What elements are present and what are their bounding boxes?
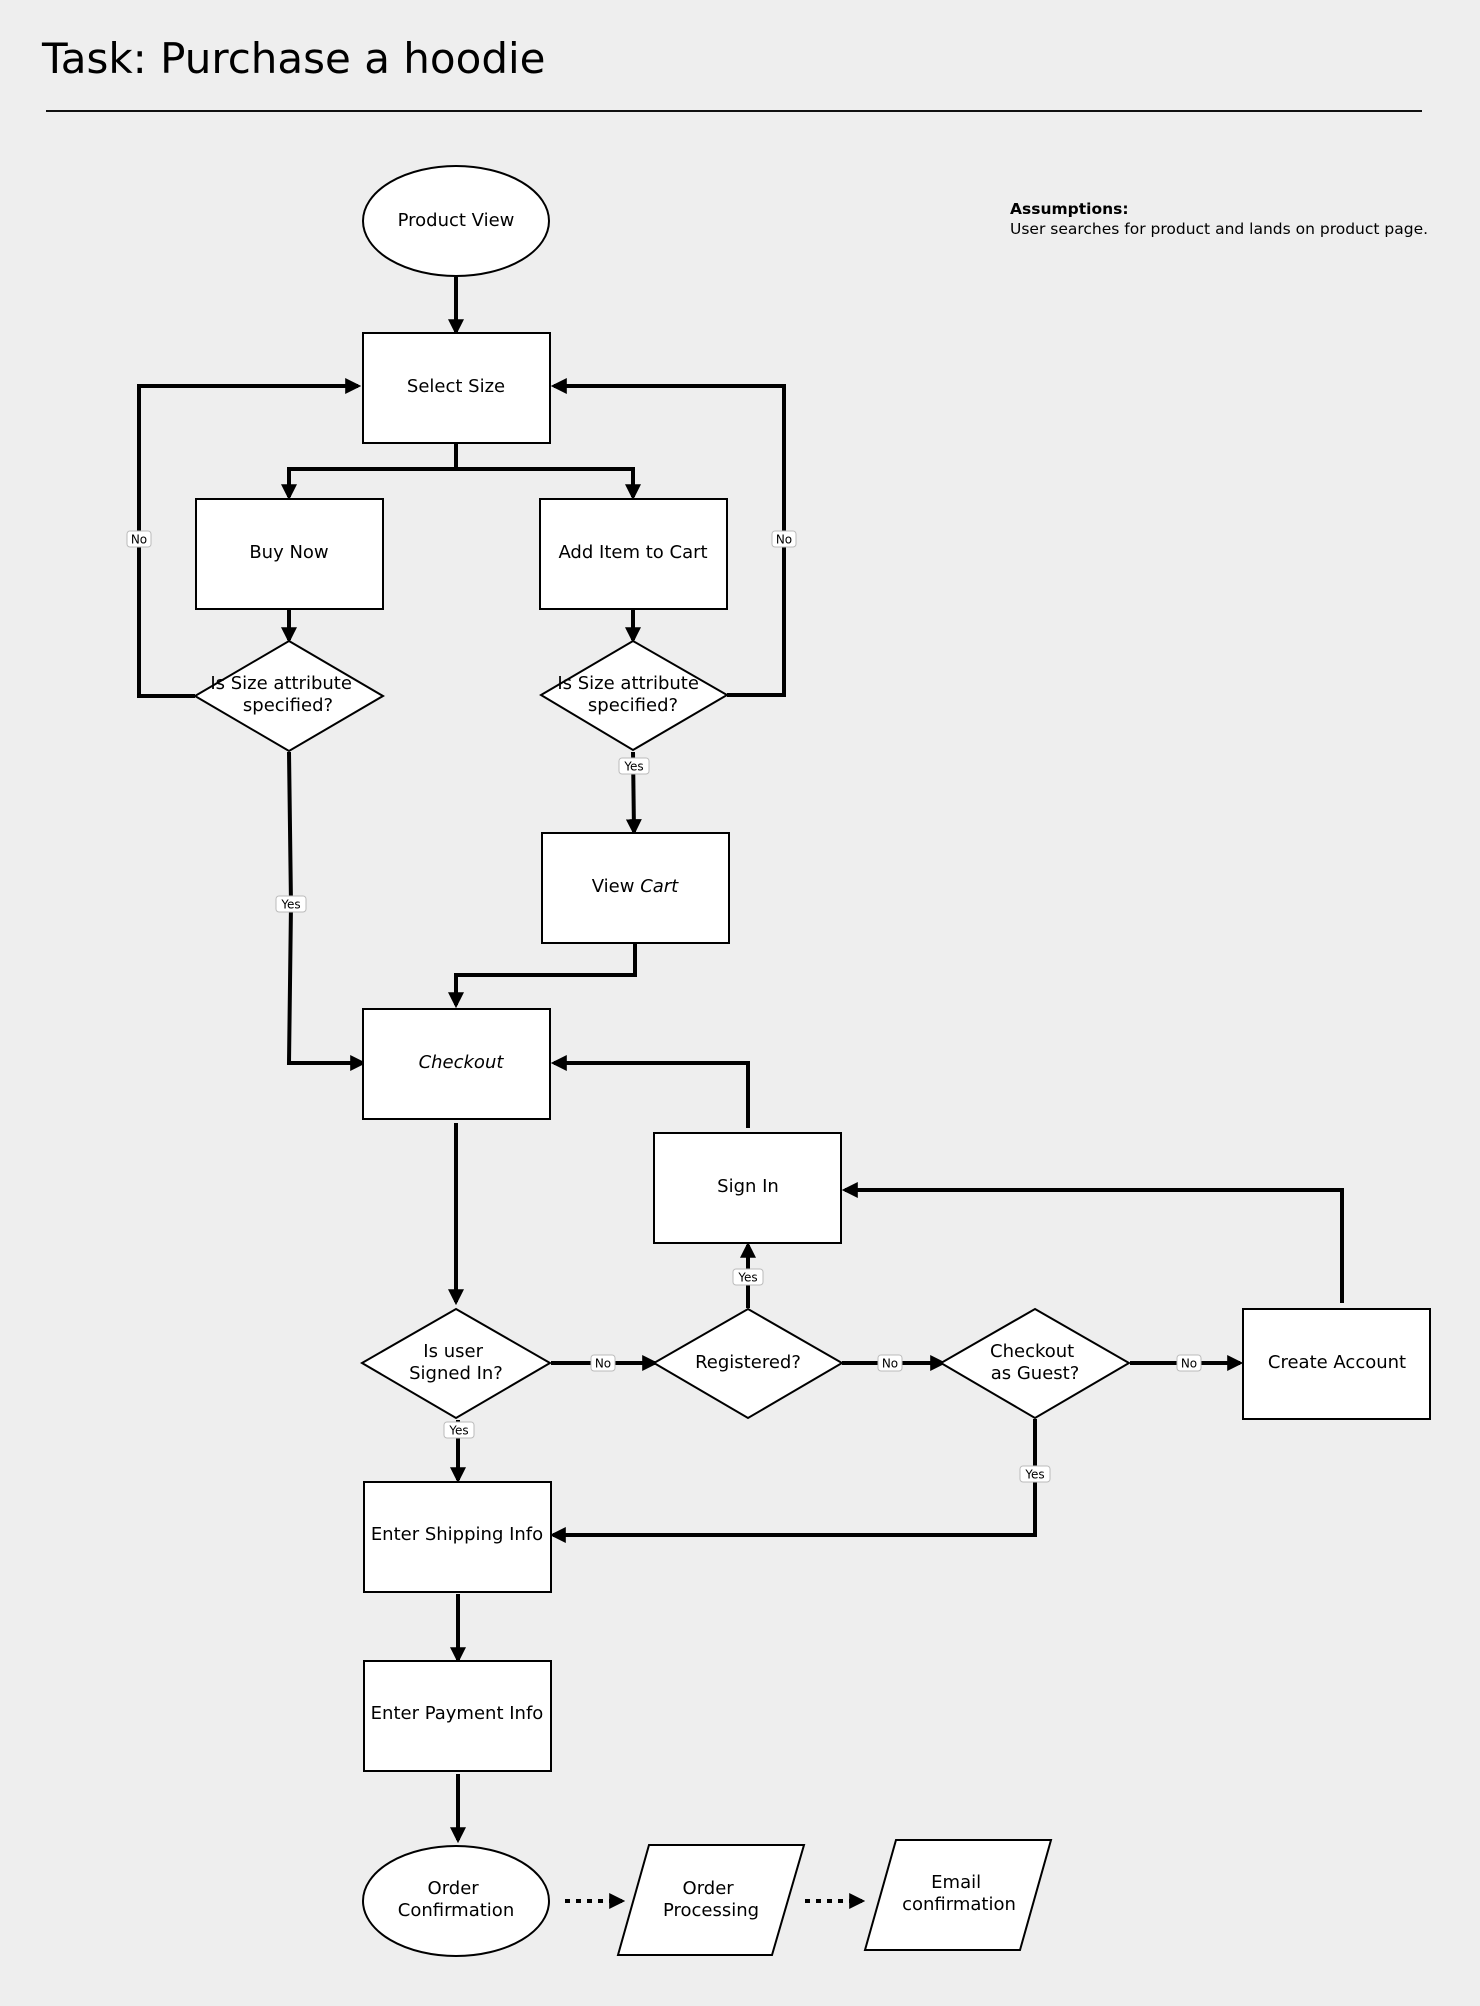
svg-text:No: No <box>776 533 792 547</box>
edge-label-registered-yes: Yes <box>732 1268 764 1286</box>
node-create-account <box>1242 1308 1431 1420</box>
label-email-confirmation: Email confirmation <box>902 1872 1016 1915</box>
node-email-confirmation <box>863 1839 1053 1951</box>
edge-guest-shipping <box>549 1419 1037 1543</box>
node-order-processing <box>616 1844 806 1956</box>
node-view-cart <box>541 832 730 944</box>
svg-text:No: No <box>131 533 147 547</box>
label-is-signed-in: Is user Signed In? <box>409 1341 503 1384</box>
edge-label-registered-no: No <box>877 1354 903 1372</box>
node-add-to-cart <box>539 498 728 610</box>
node-shipping <box>363 1481 552 1593</box>
assumptions-text: User searches for product and lands on p… <box>1010 220 1429 238</box>
edge-label-guest-yes: Yes <box>1019 1465 1051 1483</box>
label-size-check-left: Is Size attribute specified? <box>210 673 357 716</box>
label-add-to-cart: Add Item to Cart <box>558 542 707 563</box>
node-is-signed-in <box>360 1307 552 1420</box>
label-checkout: Checkout <box>419 1052 505 1073</box>
edge-label-signed-in-yes: Yes <box>443 1421 475 1439</box>
label-checkout-guest: Checkout as Guest? <box>990 1341 1080 1384</box>
label-order-confirmation: Order Confirmation <box>398 1878 514 1921</box>
node-sign-in <box>653 1132 842 1244</box>
label-order-processing: Order Processing <box>663 1878 759 1921</box>
node-checkout <box>362 1008 551 1120</box>
label-view-cart: View Cart <box>592 876 679 897</box>
flowchart-nodes <box>193 165 1431 1957</box>
assumptions-note: Assumptions: User searches for product a… <box>1010 199 1428 239</box>
label-select-size: Select Size <box>407 376 505 397</box>
node-registered <box>652 1307 844 1420</box>
svg-text:No: No <box>595 1357 611 1371</box>
edge-label-signed-in-no: No <box>590 1354 616 1372</box>
node-size-check-left <box>193 639 385 753</box>
svg-text:No: No <box>882 1357 898 1371</box>
edge-label-right-yes: Yes <box>618 757 650 775</box>
edge-sizecheck-left-yes <box>286 751 367 1071</box>
node-payment <box>363 1660 552 1772</box>
edge-label-guest-no: No <box>1176 1354 1202 1372</box>
label-buy-now: Buy Now <box>249 542 328 563</box>
edge-signin-checkout <box>550 1055 750 1128</box>
svg-text:No: No <box>1181 1357 1197 1371</box>
node-checkout-guest <box>939 1307 1131 1420</box>
assumptions-heading: Assumptions: <box>1010 200 1129 218</box>
node-size-check-right <box>539 639 729 752</box>
edge-viewcart-checkout <box>448 940 637 1009</box>
edge-label-left-no: No <box>126 530 152 548</box>
node-order-confirmation <box>362 1845 550 1957</box>
label-payment: Enter Payment Info <box>371 1703 544 1724</box>
node-select-size <box>362 332 551 444</box>
svg-text:Yes: Yes <box>737 1271 757 1285</box>
svg-text:Yes: Yes <box>623 760 643 774</box>
label-create-account: Create Account <box>1268 1352 1406 1373</box>
edge-createaccount-signin <box>841 1182 1344 1303</box>
svg-text:Yes: Yes <box>1024 1468 1044 1482</box>
label-registered: Registered? <box>695 1352 801 1373</box>
svg-text:Yes: Yes <box>448 1424 468 1438</box>
node-product-view <box>362 165 550 277</box>
edge-label-right-no: No <box>771 530 797 548</box>
svg-text:Yes: Yes <box>280 898 300 912</box>
label-shipping: Enter Shipping Info <box>371 1524 543 1545</box>
diagram-title: Task: Purchase a hoodie <box>42 34 546 83</box>
node-buy-now <box>195 498 384 610</box>
title-divider <box>46 110 1422 112</box>
edge-selectsize-buynow <box>281 444 458 501</box>
label-size-check-right: Is Size attribute specified? <box>557 673 704 716</box>
label-sign-in: Sign In <box>717 1176 779 1197</box>
edge-selectsize-addtocart <box>456 467 641 501</box>
edge-label-left-yes: Yes <box>275 895 307 913</box>
label-product-view: Product View <box>398 210 515 231</box>
